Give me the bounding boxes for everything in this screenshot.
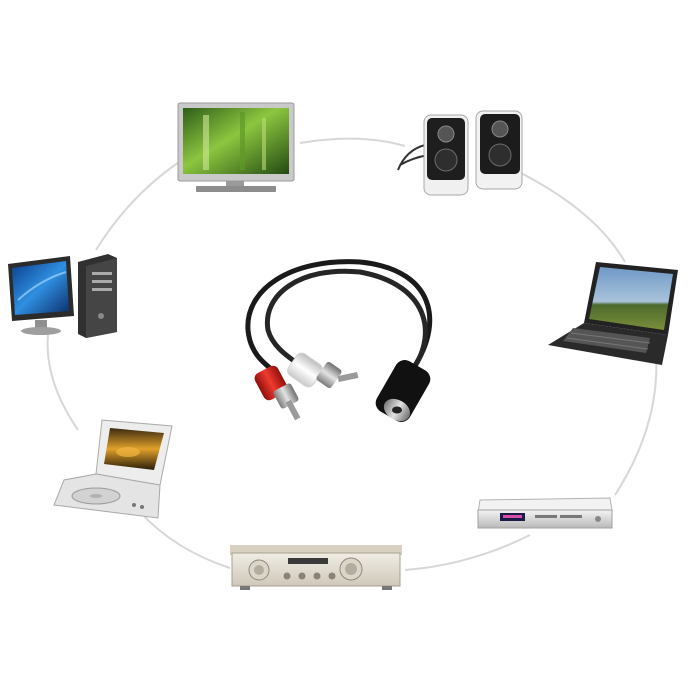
dvd-player-icon [477,497,613,529]
rca-to-3-5mm-cable-icon [245,259,433,422]
laptop-icon [548,262,678,365]
connection-ring [46,137,658,571]
red-rca-plug-icon [254,365,301,421]
flat-tv-icon [177,102,295,192]
white-rca-plug-icon [287,352,359,388]
amplifier-icon [230,545,402,590]
speakers-icon [397,110,523,196]
desktop-pc-icon [8,254,117,338]
female-3-5mm-jack-icon [375,360,431,422]
portable-dvd-icon [53,419,173,519]
